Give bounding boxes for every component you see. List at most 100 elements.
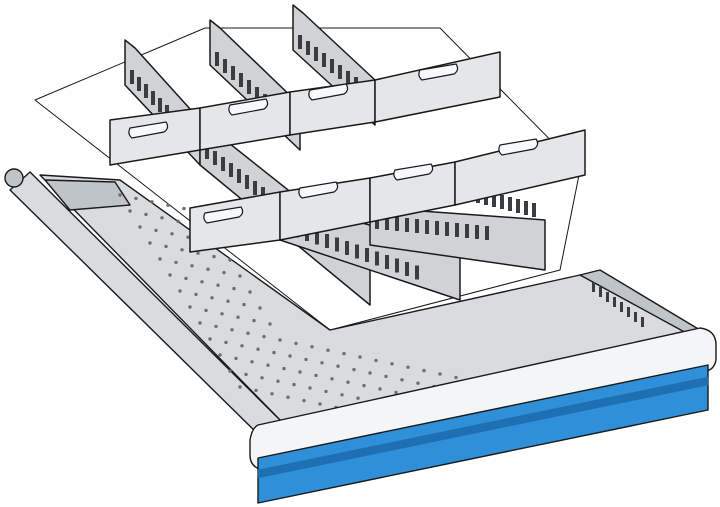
- perforation-hole: [222, 270, 226, 275]
- perforation-hole: [224, 340, 228, 345]
- divider-slot: [435, 221, 439, 235]
- perforation-hole: [346, 380, 350, 384]
- perforation-hole: [198, 321, 202, 325]
- perforation-hole: [282, 366, 286, 371]
- perforation-hole: [248, 290, 252, 294]
- perforation-hole: [218, 353, 222, 357]
- divider-slot: [415, 219, 419, 233]
- perforation-hole: [150, 200, 154, 204]
- perforation-hole: [184, 276, 188, 281]
- perforation-hole: [178, 289, 182, 293]
- divider-slot: [346, 71, 350, 85]
- perforation-hole: [210, 296, 214, 300]
- perforation-hole: [276, 379, 280, 383]
- perforation-hole: [256, 347, 260, 351]
- perforation-hole: [326, 348, 330, 352]
- rail-end-cap: [4, 168, 24, 188]
- drawer-tray: [9, 171, 701, 439]
- rail-slot: [606, 292, 609, 302]
- divider-slot: [325, 234, 329, 248]
- divider-slot: [255, 87, 259, 101]
- divider-slot: [151, 91, 155, 105]
- perforation-hole: [182, 206, 186, 211]
- finger-notch: [308, 83, 349, 101]
- divider-slot: [455, 223, 459, 237]
- perforation-hole: [144, 212, 148, 217]
- divider-slot: [137, 77, 141, 91]
- perforation-hole: [244, 372, 248, 377]
- perforation-hole: [238, 274, 242, 278]
- divider-slot: [445, 222, 449, 236]
- perforation-hole: [314, 373, 318, 378]
- perforation-hole: [362, 383, 366, 388]
- rail-slot: [641, 317, 644, 327]
- divider-slot: [261, 187, 265, 201]
- perforation-hole: [194, 292, 198, 297]
- divider-slot: [253, 181, 257, 195]
- finger-notch: [128, 121, 169, 139]
- divider-slot: [516, 199, 520, 213]
- perforation-hole: [374, 358, 378, 363]
- perforation-hole: [230, 328, 234, 332]
- perforation-hole: [342, 351, 346, 356]
- divider-slot: [385, 255, 389, 269]
- divider-slot: [215, 52, 219, 66]
- perforation-hole: [174, 260, 178, 265]
- perforation-hole: [330, 377, 334, 381]
- perforation-hole: [134, 196, 138, 201]
- perforation-hole: [252, 318, 256, 323]
- cross-divider: [454, 129, 586, 206]
- cross-divider: [374, 51, 501, 123]
- divider-slot: [415, 265, 419, 280]
- perforation-hole: [242, 302, 246, 307]
- perforation-hole: [268, 322, 272, 326]
- perforation-hole: [266, 363, 270, 367]
- perforation-hole: [180, 248, 184, 252]
- perforation-hole: [204, 308, 208, 313]
- perforation-hole: [262, 334, 266, 339]
- perforation-hole: [400, 378, 404, 382]
- divider-slot: [237, 169, 241, 183]
- finger-notch: [298, 181, 339, 199]
- perforation-hole: [212, 254, 216, 259]
- perforation-hole: [208, 337, 212, 341]
- finger-notch: [393, 163, 434, 181]
- perforation-hole: [320, 361, 324, 365]
- perforation-hole: [294, 341, 298, 346]
- perforation-hole: [250, 360, 254, 364]
- perforation-hole: [228, 369, 232, 373]
- divider-slot: [355, 244, 359, 259]
- perforation-hole: [308, 386, 312, 390]
- rail-slot: [613, 297, 616, 307]
- divider-slot: [465, 224, 469, 238]
- drawer-front-panel-shade: [257, 376, 709, 479]
- perforation-hole: [240, 344, 244, 348]
- perforation-hole: [226, 299, 230, 303]
- perforation-hole: [128, 209, 132, 213]
- divider-slot: [385, 216, 389, 230]
- perforation-hole: [158, 257, 162, 261]
- perforation-hole: [286, 395, 290, 399]
- perforation-hole: [168, 273, 172, 277]
- perforation-hole: [352, 367, 356, 372]
- divider-slot: [315, 230, 319, 245]
- divider-slot: [322, 53, 326, 67]
- divider-set: [109, 4, 586, 306]
- finger-notch: [498, 138, 539, 156]
- divider-slot: [395, 258, 399, 273]
- perforation-hole: [302, 398, 306, 403]
- perforation-hole: [118, 193, 122, 197]
- rail-slot: [592, 282, 595, 292]
- divider-slot: [425, 220, 429, 234]
- divider-slot: [213, 151, 217, 165]
- divider-slot: [524, 201, 528, 215]
- perforation-hole: [176, 219, 180, 223]
- perforation-hole: [154, 228, 158, 233]
- perforation-hole: [214, 324, 218, 329]
- perforation-hole: [272, 350, 276, 355]
- divider-slot: [395, 217, 399, 231]
- perforation-hole: [310, 345, 314, 349]
- perforation-hole: [148, 241, 152, 245]
- perforation-hole: [238, 385, 242, 389]
- perforation-hole: [260, 376, 264, 380]
